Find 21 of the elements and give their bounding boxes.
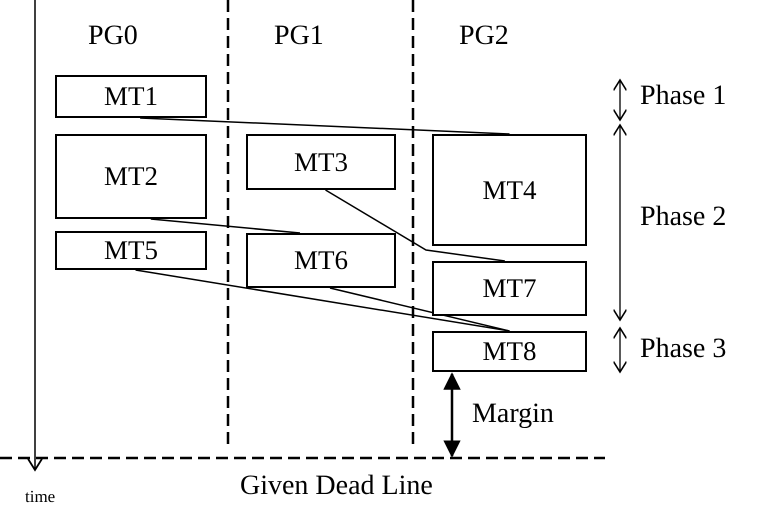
lane-heading: PG2 (459, 22, 509, 50)
task-box: MT1 (55, 75, 207, 118)
deadline-label: Given Dead Line (240, 472, 433, 500)
phase-label: Phase 1 (640, 82, 726, 110)
task-box: MT2 (55, 134, 207, 219)
task-box: MT8 (432, 331, 587, 372)
task-box: MT3 (246, 134, 396, 190)
connector-line (140, 117, 510, 135)
task-box: MT7 (432, 261, 587, 316)
lane-heading: PG0 (88, 22, 138, 50)
task-box: MT6 (246, 233, 396, 288)
dimension-label: Margin (472, 400, 554, 428)
connector-line (325, 189, 505, 262)
task-box: MT5 (55, 231, 207, 270)
lane-heading: PG1 (274, 22, 324, 50)
connector-line (150, 218, 300, 234)
connector-line (330, 287, 510, 332)
phase-label: Phase 2 (640, 203, 726, 231)
phase-label: Phase 3 (640, 335, 726, 363)
task-box: MT4 (432, 134, 587, 246)
axis-label: time (25, 488, 56, 505)
